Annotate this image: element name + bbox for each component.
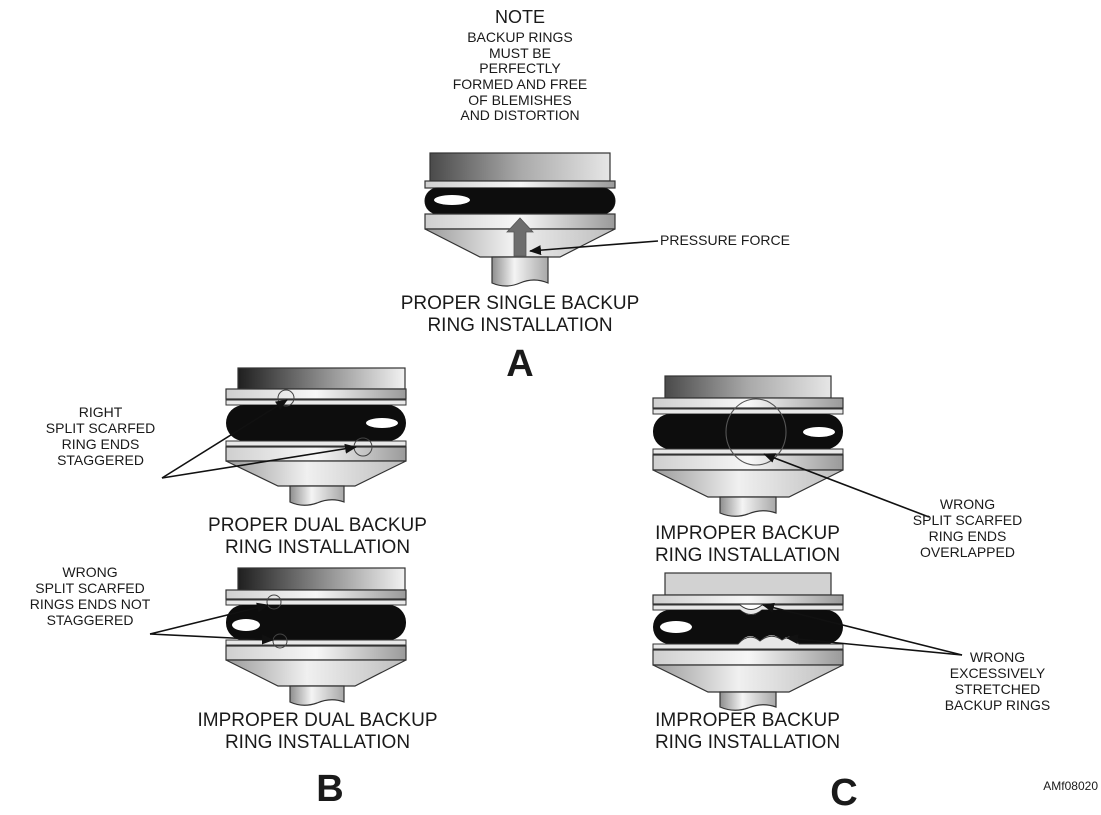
o-ring-seal — [226, 405, 406, 441]
backup-ring-lower-2 — [652, 649, 844, 666]
backup-ring-lower — [225, 440, 407, 447]
overlap-marker — [725, 398, 787, 466]
piston-assembly-b-top — [161, 367, 407, 506]
backup-ring-upper-2 — [652, 408, 844, 415]
backup-ring-upper — [225, 388, 407, 400]
ring-end-marker-upper — [266, 594, 282, 610]
piston-cap — [237, 567, 406, 591]
pressure-leader — [529, 240, 659, 256]
right-staggered-label: RIGHT SPLIT SCARFED RING ENDS STAGGERED — [45, 404, 156, 468]
backup-ring-upper — [225, 589, 407, 600]
caption-a: PROPER SINGLE BACKUP RING INSTALLATION — [400, 293, 640, 337]
note-body: BACKUP RINGS MUST BE PERFECTLY FORMED AN… — [452, 29, 588, 124]
piston-rod — [289, 685, 345, 706]
overlap-leader — [763, 453, 930, 518]
piston-rod — [719, 691, 777, 711]
figure-letter-b: B — [316, 768, 344, 810]
backup-ring-lower-2 — [225, 645, 407, 661]
stretched-leader-2 — [786, 634, 963, 656]
backup-ring-upper — [424, 180, 616, 189]
o-ring-highlight — [232, 619, 260, 631]
caption-b-bottom: IMPROPER DUAL BACKUP RING INSTALLATION — [197, 710, 438, 754]
note-title: NOTE — [494, 7, 545, 27]
piston-cap — [664, 375, 832, 399]
not-staggered-leader-2 — [149, 633, 274, 645]
caption-b-top: PROPER DUAL BACKUP RING INSTALLATION — [208, 515, 427, 559]
figure-letter-c: C — [830, 772, 858, 814]
piston-base — [225, 460, 407, 487]
o-ring-highlight — [434, 195, 470, 205]
figure-letter-a: A — [506, 343, 534, 385]
wrong-not-staggered-label: WRONG SPLIT SCARFED RINGS ENDS NOT STAGG… — [29, 564, 151, 628]
piston-assembly-c-top — [652, 375, 930, 518]
o-ring-highlight — [803, 427, 835, 437]
o-ring-seal — [226, 605, 406, 640]
piston-assembly-a — [424, 152, 659, 287]
caption-c-top: IMPROPER BACKUP RING INSTALLATION — [654, 523, 841, 567]
backup-ring-upper-stretched — [652, 604, 844, 615]
o-ring-seal — [653, 414, 843, 449]
staggered-leader-1 — [161, 399, 288, 479]
o-ring-highlight — [366, 418, 398, 428]
piston-rod — [719, 496, 777, 517]
piston-cap — [237, 367, 406, 390]
piston-assembly-b-bottom — [149, 567, 407, 706]
staggered-leader-2 — [161, 443, 357, 479]
backup-ring-upper-2 — [225, 399, 407, 406]
piston-rod — [289, 485, 345, 506]
backup-ring-lower — [652, 448, 844, 455]
stretched-leader-1 — [762, 602, 963, 656]
backup-ring-lower-2 — [652, 454, 844, 471]
wrong-stretched-label: WRONG EXCESSIVELY STRETCHED BACKUP RINGS — [944, 649, 1051, 713]
pressure-arrow — [506, 217, 534, 257]
figure-code: AMf08020 — [1043, 779, 1098, 793]
backup-ring-upper-2 — [225, 599, 407, 606]
backup-ring-upper — [652, 594, 844, 605]
piston-cap — [664, 572, 832, 596]
wrong-overlapped-label: WRONG SPLIT SCARFED RING ENDS OVERLAPPED — [912, 496, 1023, 560]
not-staggered-leader-1 — [149, 602, 269, 635]
piston-rod — [491, 256, 549, 287]
piston-assembly-c-bottom — [652, 572, 963, 711]
piston-base — [652, 469, 844, 498]
piston-cap — [429, 152, 611, 182]
pressure-force-label: PRESSURE FORCE — [660, 232, 790, 248]
backup-ring-upper — [652, 397, 844, 409]
piston-base — [652, 664, 844, 693]
caption-c-bottom: IMPROPER BACKUP RING INSTALLATION — [654, 710, 841, 754]
piston-base — [225, 659, 407, 687]
backup-ring-lower — [225, 639, 407, 646]
o-ring-highlight — [660, 621, 692, 633]
